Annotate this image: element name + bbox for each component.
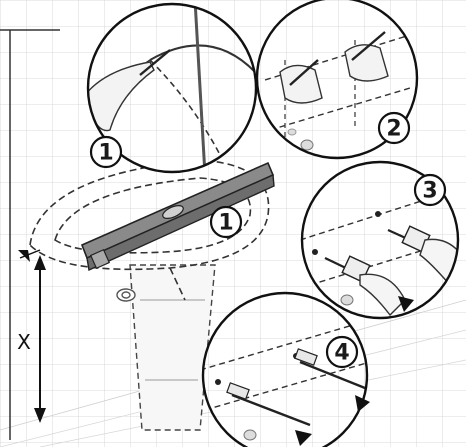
height-marker-arrow-icon bbox=[18, 250, 30, 262]
bolt-icon bbox=[231, 393, 311, 427]
step-label-level: 1 bbox=[218, 211, 233, 236]
basin-drain-fitting bbox=[116, 288, 136, 302]
arrow-icon bbox=[295, 430, 312, 446]
step-label-mark: 1 bbox=[98, 141, 113, 166]
height-dimension: X bbox=[17, 249, 46, 423]
pencil-icon bbox=[289, 59, 319, 86]
detail-circle-drill: 3 bbox=[300, 160, 460, 320]
spirit-level bbox=[80, 161, 275, 272]
room-frame bbox=[0, 29, 60, 440]
spirit-level-end-cap bbox=[89, 248, 111, 270]
detail-circle-mark-holes: 2 bbox=[255, 0, 419, 160]
right-hand-marking bbox=[344, 44, 389, 82]
detail-circle-mark-height: 1 bbox=[86, 2, 258, 174]
step-badge-level: 1 bbox=[209, 205, 243, 239]
detail-circle-plugs: 4 bbox=[201, 291, 370, 447]
arrow-icon bbox=[355, 395, 370, 412]
wall-plug-icon bbox=[226, 382, 250, 400]
bolt-icon bbox=[299, 360, 367, 392]
pedestal bbox=[129, 264, 216, 431]
left-hand-marking bbox=[279, 64, 323, 104]
arrow-icon bbox=[398, 296, 414, 312]
step-label-plugs: 4 bbox=[334, 341, 349, 366]
pencil-icon bbox=[351, 31, 386, 61]
pencil-icon bbox=[139, 49, 171, 76]
step-label-holes: 2 bbox=[386, 117, 401, 142]
spirit-level-bubble-vial bbox=[162, 205, 184, 219]
wall-fitting-icon bbox=[300, 139, 314, 151]
step-label-drill: 3 bbox=[422, 179, 437, 204]
wall-plug-icon bbox=[294, 348, 318, 366]
dimension-label-x: X bbox=[17, 330, 31, 354]
